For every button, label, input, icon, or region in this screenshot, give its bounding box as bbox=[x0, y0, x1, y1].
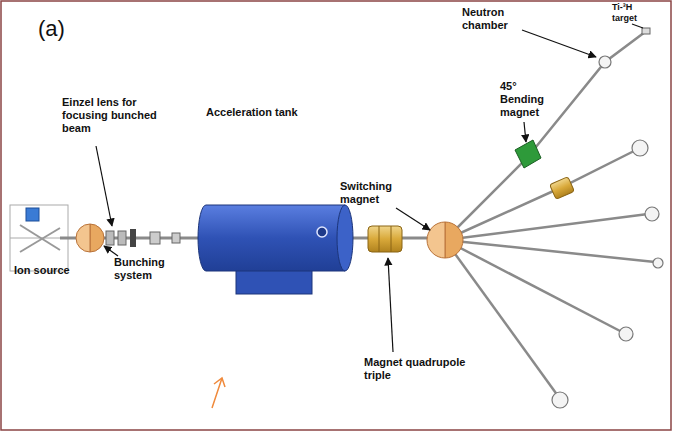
ion-source bbox=[10, 205, 68, 271]
end-stations bbox=[552, 56, 663, 408]
part-label: Magnet quadrupole triple bbox=[364, 356, 468, 382]
analyzing-magnet bbox=[90, 224, 104, 252]
quadrupole-triplet bbox=[368, 226, 402, 252]
part-label: Einzel lens for focusing bunched beam bbox=[62, 96, 158, 136]
pointer-arrow bbox=[212, 378, 225, 408]
part-label: Bunching system bbox=[114, 256, 178, 282]
beam-branches bbox=[445, 32, 655, 396]
switching-magnet bbox=[427, 222, 463, 258]
part-label: 45° Bending magnet bbox=[500, 80, 556, 120]
part-label: Neutron chamber bbox=[462, 6, 522, 32]
tritium-target bbox=[642, 28, 650, 34]
einzel-lens bbox=[106, 229, 180, 247]
part-label: Ti-³H target bbox=[612, 2, 658, 24]
panel-letter: (a) bbox=[38, 16, 98, 42]
part-label: Acceleration tank bbox=[206, 106, 336, 119]
acceleration-tank bbox=[198, 205, 353, 294]
branch-quadrupole bbox=[550, 177, 575, 200]
part-label: Switching magnet bbox=[340, 180, 402, 206]
part-label: Ion source bbox=[14, 264, 94, 277]
bending-magnet bbox=[515, 140, 541, 168]
leader-arrows bbox=[96, 24, 643, 352]
